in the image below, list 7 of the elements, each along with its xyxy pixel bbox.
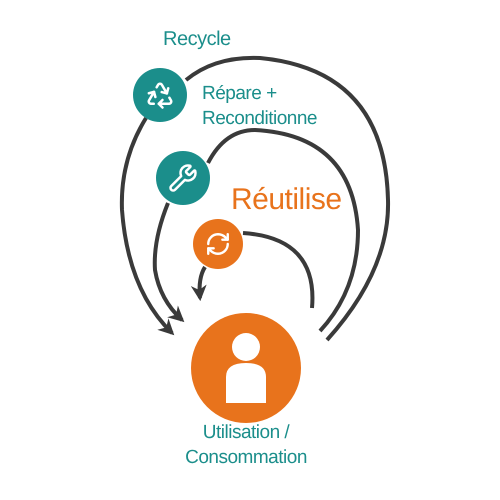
step-label: Recycle [163, 27, 232, 52]
curved-arrow [152, 202, 184, 322]
step-label: Utilisation / Consommation [184, 421, 308, 470]
curved-arrow [190, 266, 207, 302]
curved-arrow [120, 116, 174, 336]
step-label: Répare + Reconditionne [202, 82, 318, 131]
step-label: Réutilise [231, 182, 343, 218]
